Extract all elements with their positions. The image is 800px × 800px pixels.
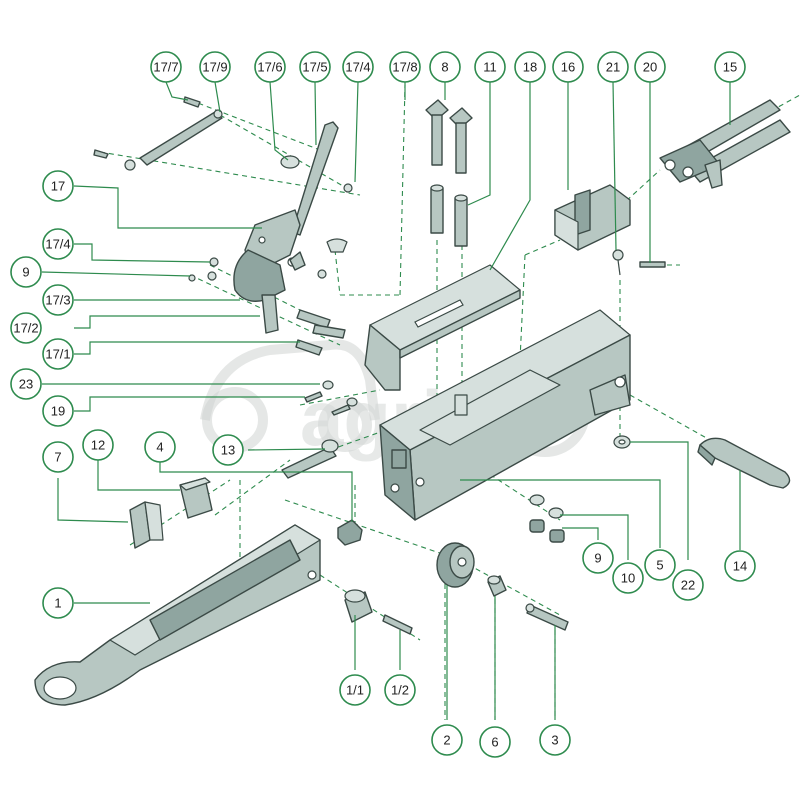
nuts-9-10 xyxy=(529,494,565,543)
svg-text:17/5: 17/5 xyxy=(302,60,327,75)
callout-7: 7 xyxy=(42,441,74,473)
svg-text:21: 21 xyxy=(606,60,620,75)
block-16 xyxy=(554,184,631,251)
svg-text:4: 4 xyxy=(156,440,163,455)
svg-text:15: 15 xyxy=(723,60,737,75)
roller-2 xyxy=(436,542,475,588)
callout-1: 1 xyxy=(42,587,74,619)
callout-17-8: 17/8 xyxy=(389,51,421,83)
callout-9-right: 9 xyxy=(582,542,614,574)
svg-text:23: 23 xyxy=(19,377,33,392)
callout-17-2: 17/2 xyxy=(10,312,42,344)
callout-16: 16 xyxy=(552,51,584,83)
callout-15: 15 xyxy=(714,51,746,83)
svg-text:2: 2 xyxy=(443,733,450,748)
svg-text:1: 1 xyxy=(54,596,61,611)
svg-text:5: 5 xyxy=(656,558,663,573)
callout-22: 22 xyxy=(672,569,704,601)
callout-8: 8 xyxy=(429,51,461,83)
svg-text:8: 8 xyxy=(441,60,448,75)
callout-13: 13 xyxy=(212,434,244,466)
svg-text:13: 13 xyxy=(221,443,235,458)
svg-text:3: 3 xyxy=(551,733,558,748)
callout-11: 11 xyxy=(474,51,506,83)
bolts-21-20 xyxy=(612,249,666,276)
svg-text:10: 10 xyxy=(621,571,635,586)
callout-1-1: 1/1 xyxy=(339,674,371,706)
callout-5: 5 xyxy=(644,549,676,581)
svg-text:14: 14 xyxy=(733,559,747,574)
drawbar-1 xyxy=(34,524,321,706)
svg-text:18: 18 xyxy=(523,60,537,75)
handle-14 xyxy=(697,437,791,489)
callout-17-7: 17/7 xyxy=(150,51,182,83)
svg-text:17/6: 17/6 xyxy=(257,60,282,75)
callout-9-left: 9 xyxy=(10,256,42,288)
pins-8-11 xyxy=(425,99,473,247)
pin-1-2 xyxy=(382,614,413,635)
washer-22 xyxy=(613,435,631,449)
leader-lines xyxy=(41,81,741,720)
pads-7-12 xyxy=(129,477,213,549)
svg-text:17/2: 17/2 xyxy=(13,321,38,336)
svg-text:17/8: 17/8 xyxy=(392,60,417,75)
callout-17-4-left: 17/4 xyxy=(42,228,74,260)
block-4 xyxy=(337,519,363,546)
callout-3: 3 xyxy=(539,724,571,756)
svg-text:17/1: 17/1 xyxy=(45,347,70,362)
svg-text:22: 22 xyxy=(681,578,695,593)
svg-text:17: 17 xyxy=(51,179,65,194)
svg-text:9: 9 xyxy=(22,265,29,280)
svg-text:17/4: 17/4 xyxy=(45,237,70,252)
callout-4: 4 xyxy=(144,431,176,463)
svg-text:20: 20 xyxy=(643,60,657,75)
callout-14: 14 xyxy=(724,550,756,582)
callout-17-3: 17/3 xyxy=(42,284,74,316)
axle-pin-3 xyxy=(525,603,569,631)
small-parts-17 xyxy=(93,96,353,356)
callout-20: 20 xyxy=(634,51,666,83)
svg-text:17/7: 17/7 xyxy=(153,60,178,75)
bushing-6 xyxy=(487,575,507,597)
callout-19: 19 xyxy=(42,395,74,427)
svg-text:16: 16 xyxy=(561,60,575,75)
callout-10: 10 xyxy=(612,562,644,594)
callout-12: 12 xyxy=(82,429,114,461)
callout-2: 2 xyxy=(431,724,463,756)
callout-18: 18 xyxy=(514,51,546,83)
svg-text:9: 9 xyxy=(594,551,601,566)
svg-text:19: 19 xyxy=(51,404,65,419)
callout-21: 21 xyxy=(597,51,629,83)
svg-text:17/3: 17/3 xyxy=(45,293,70,308)
rods-15 xyxy=(659,99,791,189)
svg-text:11: 11 xyxy=(483,60,497,75)
callout-17-5: 17/5 xyxy=(299,51,331,83)
cover-plate-18 xyxy=(364,264,521,391)
callout-17-9: 17/9 xyxy=(199,51,231,83)
callout-17-4-top: 17/4 xyxy=(342,51,374,83)
callout-23: 23 xyxy=(10,368,42,400)
shaft-13 xyxy=(281,439,339,479)
callouts: 17/7 17/9 17/6 17/5 17/4 17/8 8 11 18 16… xyxy=(10,51,756,758)
pin-17-9 xyxy=(124,109,223,171)
callout-17-6: 17/6 xyxy=(254,51,286,83)
callout-17: 17 xyxy=(42,170,74,202)
svg-text:6: 6 xyxy=(491,735,498,750)
callout-1-2: 1/2 xyxy=(384,674,416,706)
housing-5 xyxy=(379,309,631,521)
svg-text:17/9: 17/9 xyxy=(202,60,227,75)
svg-text:1/2: 1/2 xyxy=(391,683,409,698)
svg-text:1/1: 1/1 xyxy=(346,683,364,698)
callout-17-1: 17/1 xyxy=(42,338,74,370)
lever-assembly-17 xyxy=(233,121,339,334)
svg-text:12: 12 xyxy=(91,438,105,453)
svg-text:7: 7 xyxy=(54,450,61,465)
callout-6: 6 xyxy=(479,726,511,758)
bushing-1-1 xyxy=(344,589,373,623)
svg-text:17/4: 17/4 xyxy=(345,60,370,75)
bolts-23-19 xyxy=(304,380,358,416)
